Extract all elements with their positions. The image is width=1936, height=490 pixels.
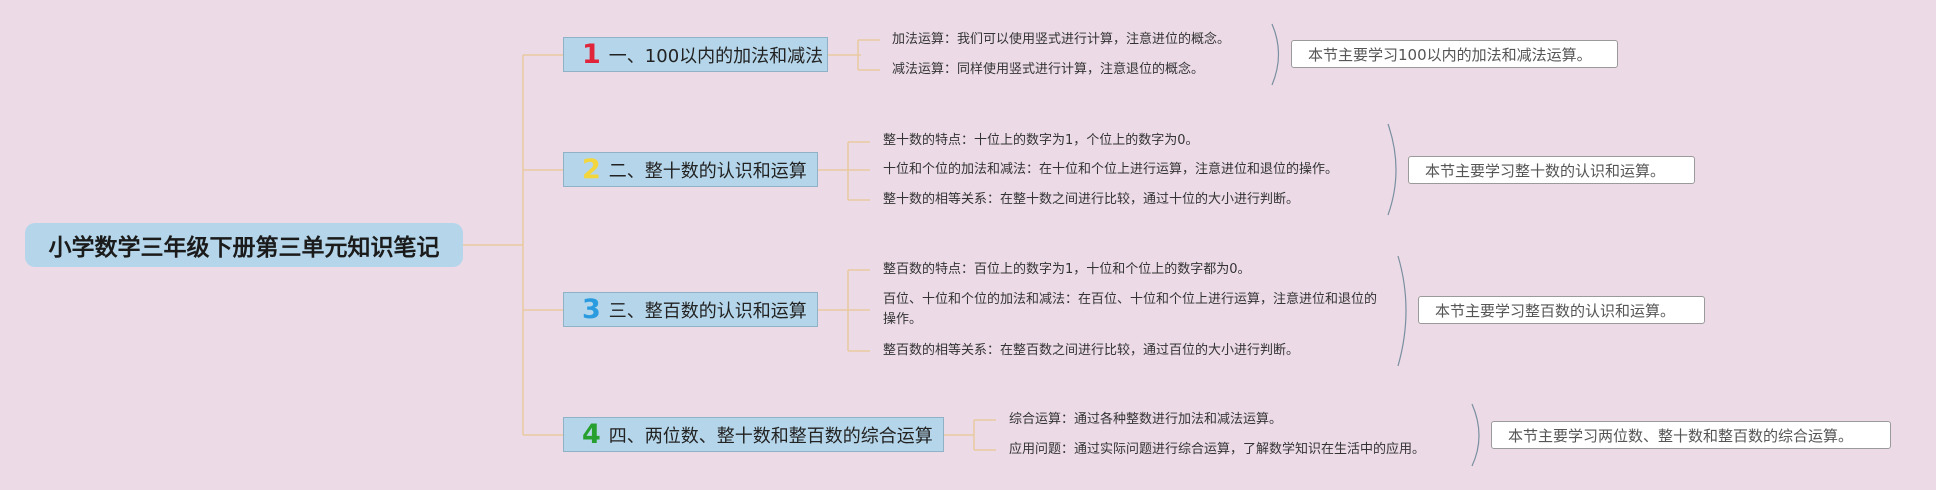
summary-text-4: 本节主要学习两位数、整十数和整百数的综合运算。: [1508, 426, 1854, 445]
summary-2[interactable]: 本节主要学习整十数的认识和运算。: [1408, 156, 1695, 184]
leaf-4-1: 综合运算：通过各种整数进行加法和减法运算。: [1009, 412, 1283, 427]
root-title: 小学数学三年级下册第三单元知识笔记: [48, 235, 440, 261]
leaf-3-3: 整百数的相等关系：在整百数之间进行比较，通过百位的大小进行判断。: [883, 343, 1300, 358]
branch-title-2: 二、整十数的认识和运算: [608, 160, 807, 182]
number-2-icon: 2: [582, 154, 601, 185]
leaf-3-1: 整百数的特点：百位上的数字为1，十位和个位上的数字都为0。: [883, 262, 1251, 277]
branch-node-1[interactable]: 1 一、100以内的加法和减法: [563, 37, 828, 72]
number-3-icon: 3: [582, 294, 601, 325]
branch-title-3: 三、整百数的认识和运算: [608, 300, 807, 322]
leaf-1-1: 加法运算：我们可以使用竖式进行计算，注意进位的概念。: [892, 32, 1231, 47]
branch-title-4: 四、两位数、整十数和整百数的综合运算: [608, 425, 933, 447]
leaf-1-2: 减法运算：同样使用竖式进行计算，注意退位的概念。: [892, 62, 1205, 77]
branch-title-1: 一、100以内的加法和减法: [608, 45, 824, 67]
summary-3[interactable]: 本节主要学习整百数的认识和运算。: [1418, 296, 1705, 324]
leaf-2-1: 整十数的特点：十位上的数字为1，个位上的数字为0。: [883, 133, 1199, 148]
summary-4[interactable]: 本节主要学习两位数、整十数和整百数的综合运算。: [1491, 421, 1891, 449]
number-1-icon: 1: [582, 39, 601, 70]
root-node[interactable]: 小学数学三年级下册第三单元知识笔记: [25, 223, 463, 267]
branch-node-2[interactable]: 2 二、整十数的认识和运算: [563, 152, 818, 187]
branch-node-4[interactable]: 4 四、两位数、整十数和整百数的综合运算: [563, 417, 944, 452]
summary-text-3: 本节主要学习整百数的认识和运算。: [1435, 301, 1676, 320]
summary-text-1: 本节主要学习100以内的加法和减法运算。: [1308, 45, 1592, 64]
leaf-3-2: 百位、十位和个位的加法和减法：在百位、十位和个位上进行运算，注意进位和退位的操作…: [883, 292, 1378, 327]
leaf-2-3: 整十数的相等关系：在整十数之间进行比较，通过十位的大小进行判断。: [883, 192, 1300, 207]
summary-1[interactable]: 本节主要学习100以内的加法和减法运算。: [1291, 40, 1618, 68]
branch-node-3[interactable]: 3 三、整百数的认识和运算: [563, 292, 818, 327]
leaf-2-2: 十位和个位的加法和减法：在十位和个位上进行运算，注意进位和退位的操作。: [883, 162, 1339, 177]
summary-text-2: 本节主要学习整十数的认识和运算。: [1425, 161, 1666, 180]
number-4-icon: 4: [582, 419, 601, 450]
leaf-4-2: 应用问题：通过实际问题进行综合运算，了解数学知识在生活中的应用。: [1009, 442, 1426, 457]
